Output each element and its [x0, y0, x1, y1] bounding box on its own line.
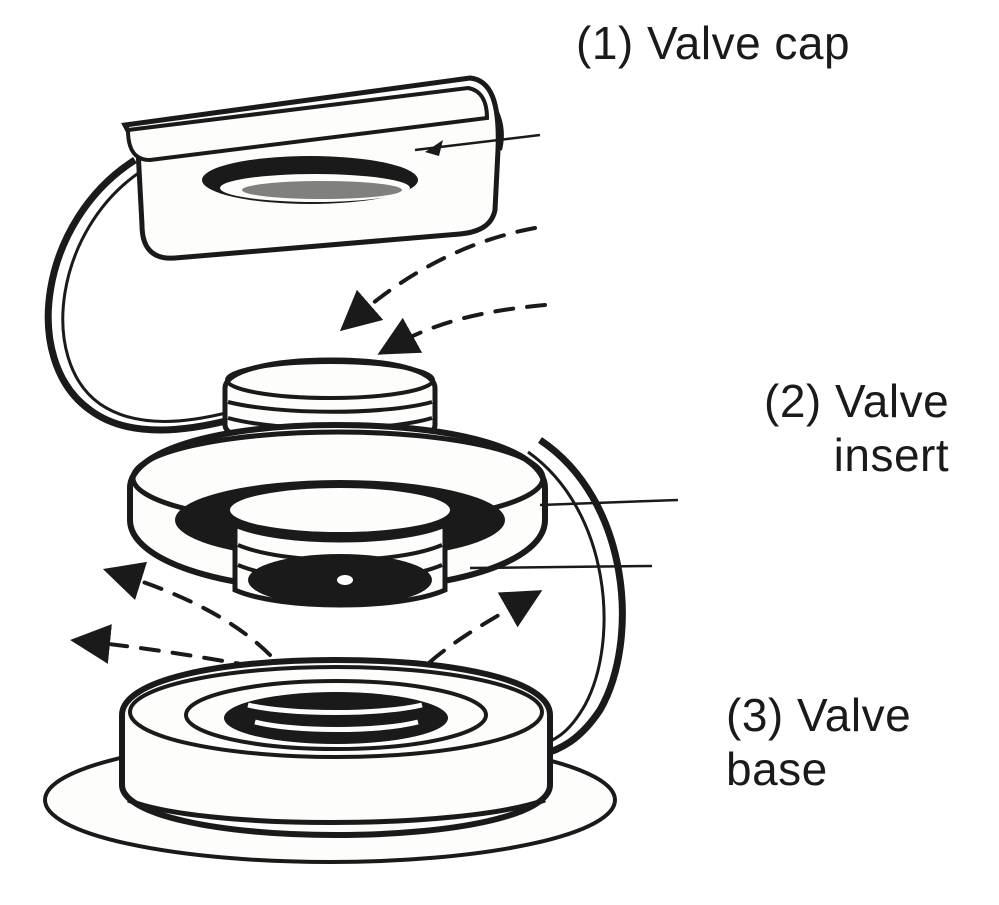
- valve-cap: [121, 75, 541, 261]
- valve-insert-label: (2) Valve insert: [764, 374, 949, 482]
- valve-insert-label-line-2: insert: [833, 429, 950, 481]
- valve-insert-label-line-1: (2) Valve: [764, 375, 950, 427]
- valve-cap-label-line-1: (1) Valve cap: [576, 17, 851, 69]
- valve-base-label-line-2: base: [726, 743, 828, 795]
- motion-arrows: [70, 226, 547, 674]
- valve-insert: [127, 357, 679, 608]
- valve-base: [43, 656, 617, 864]
- valve-base-label: (3) Valve base: [726, 688, 911, 796]
- valve-base-label-line-1: (3) Valve: [726, 689, 912, 741]
- valve-cap-label: (1) Valve cap: [576, 16, 850, 70]
